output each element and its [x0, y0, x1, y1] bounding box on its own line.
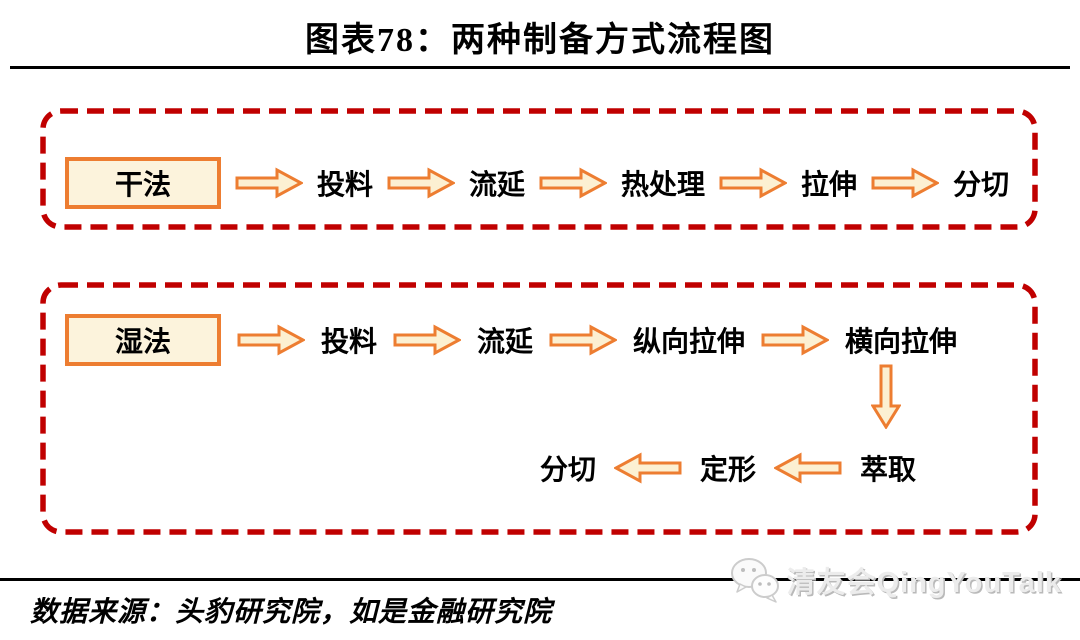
down-arrow-icon — [871, 364, 901, 429]
left-arrow-icon — [774, 452, 842, 484]
flow-step-label: 流延 — [469, 169, 526, 200]
watermark-label: 清友会QingYouTalk — [786, 567, 1062, 599]
dashed-border — [40, 282, 1038, 535]
dry-flow-row: 干法 投料 流延 热处理 拉伸 分切 — [65, 156, 1009, 210]
dashed-border — [40, 108, 1038, 230]
right-arrow-icon — [387, 167, 456, 199]
flow-step-label: 横向拉伸 — [845, 326, 958, 357]
flow-step-label: 投料 — [317, 169, 374, 200]
wet-method-container: 湿法 投料 流延 纵向拉伸 横向拉伸 分切 定形 萃取 — [40, 282, 1038, 535]
right-arrow-icon — [871, 167, 940, 199]
right-arrow-icon — [719, 167, 788, 199]
right-arrow-icon — [761, 324, 830, 356]
flow-step-label: 分切 — [540, 454, 597, 485]
right-arrow-icon — [237, 324, 305, 356]
page-title: 图表78：两种制备方式流程图 — [305, 22, 775, 59]
flow-step-label: 纵向拉伸 — [633, 326, 746, 357]
right-arrow-icon — [549, 324, 618, 356]
wet-flow-row-upper: 湿法 投料 流延 纵向拉伸 横向拉伸 — [65, 313, 957, 367]
flow-step-label: 流延 — [477, 326, 534, 357]
right-arrow-icon — [235, 167, 303, 199]
flow-step-label: 萃取 — [860, 454, 917, 485]
wechat-bubbles-icon — [731, 558, 780, 603]
flow-step-label: 热处理 — [621, 169, 706, 200]
flow-step-label: 拉伸 — [801, 169, 858, 200]
wet-method-box: 湿法 — [65, 314, 221, 366]
left-arrow-icon — [614, 452, 682, 484]
footer-divider — [0, 578, 1080, 581]
dry-method-container: 干法 投料 流延 热处理 拉伸 分切 — [40, 108, 1038, 230]
watermark: 清友会QingYouTalk — [730, 556, 1062, 604]
dry-method-label: 干法 — [114, 169, 171, 200]
flow-step-label: 定形 — [700, 454, 757, 485]
right-arrow-icon — [539, 167, 608, 199]
wet-flow-row-lower: 分切 定形 萃取 — [540, 450, 916, 486]
flow-step-label: 分切 — [953, 169, 1010, 200]
right-arrow-icon — [393, 324, 462, 356]
title-divider — [10, 66, 1070, 69]
flow-step-label: 投料 — [321, 326, 378, 357]
data-source-note: 数据来源：头豹研究院，如是金融研究院 — [30, 597, 553, 628]
wet-method-label: 湿法 — [114, 326, 171, 357]
dry-method-box: 干法 — [65, 157, 221, 209]
